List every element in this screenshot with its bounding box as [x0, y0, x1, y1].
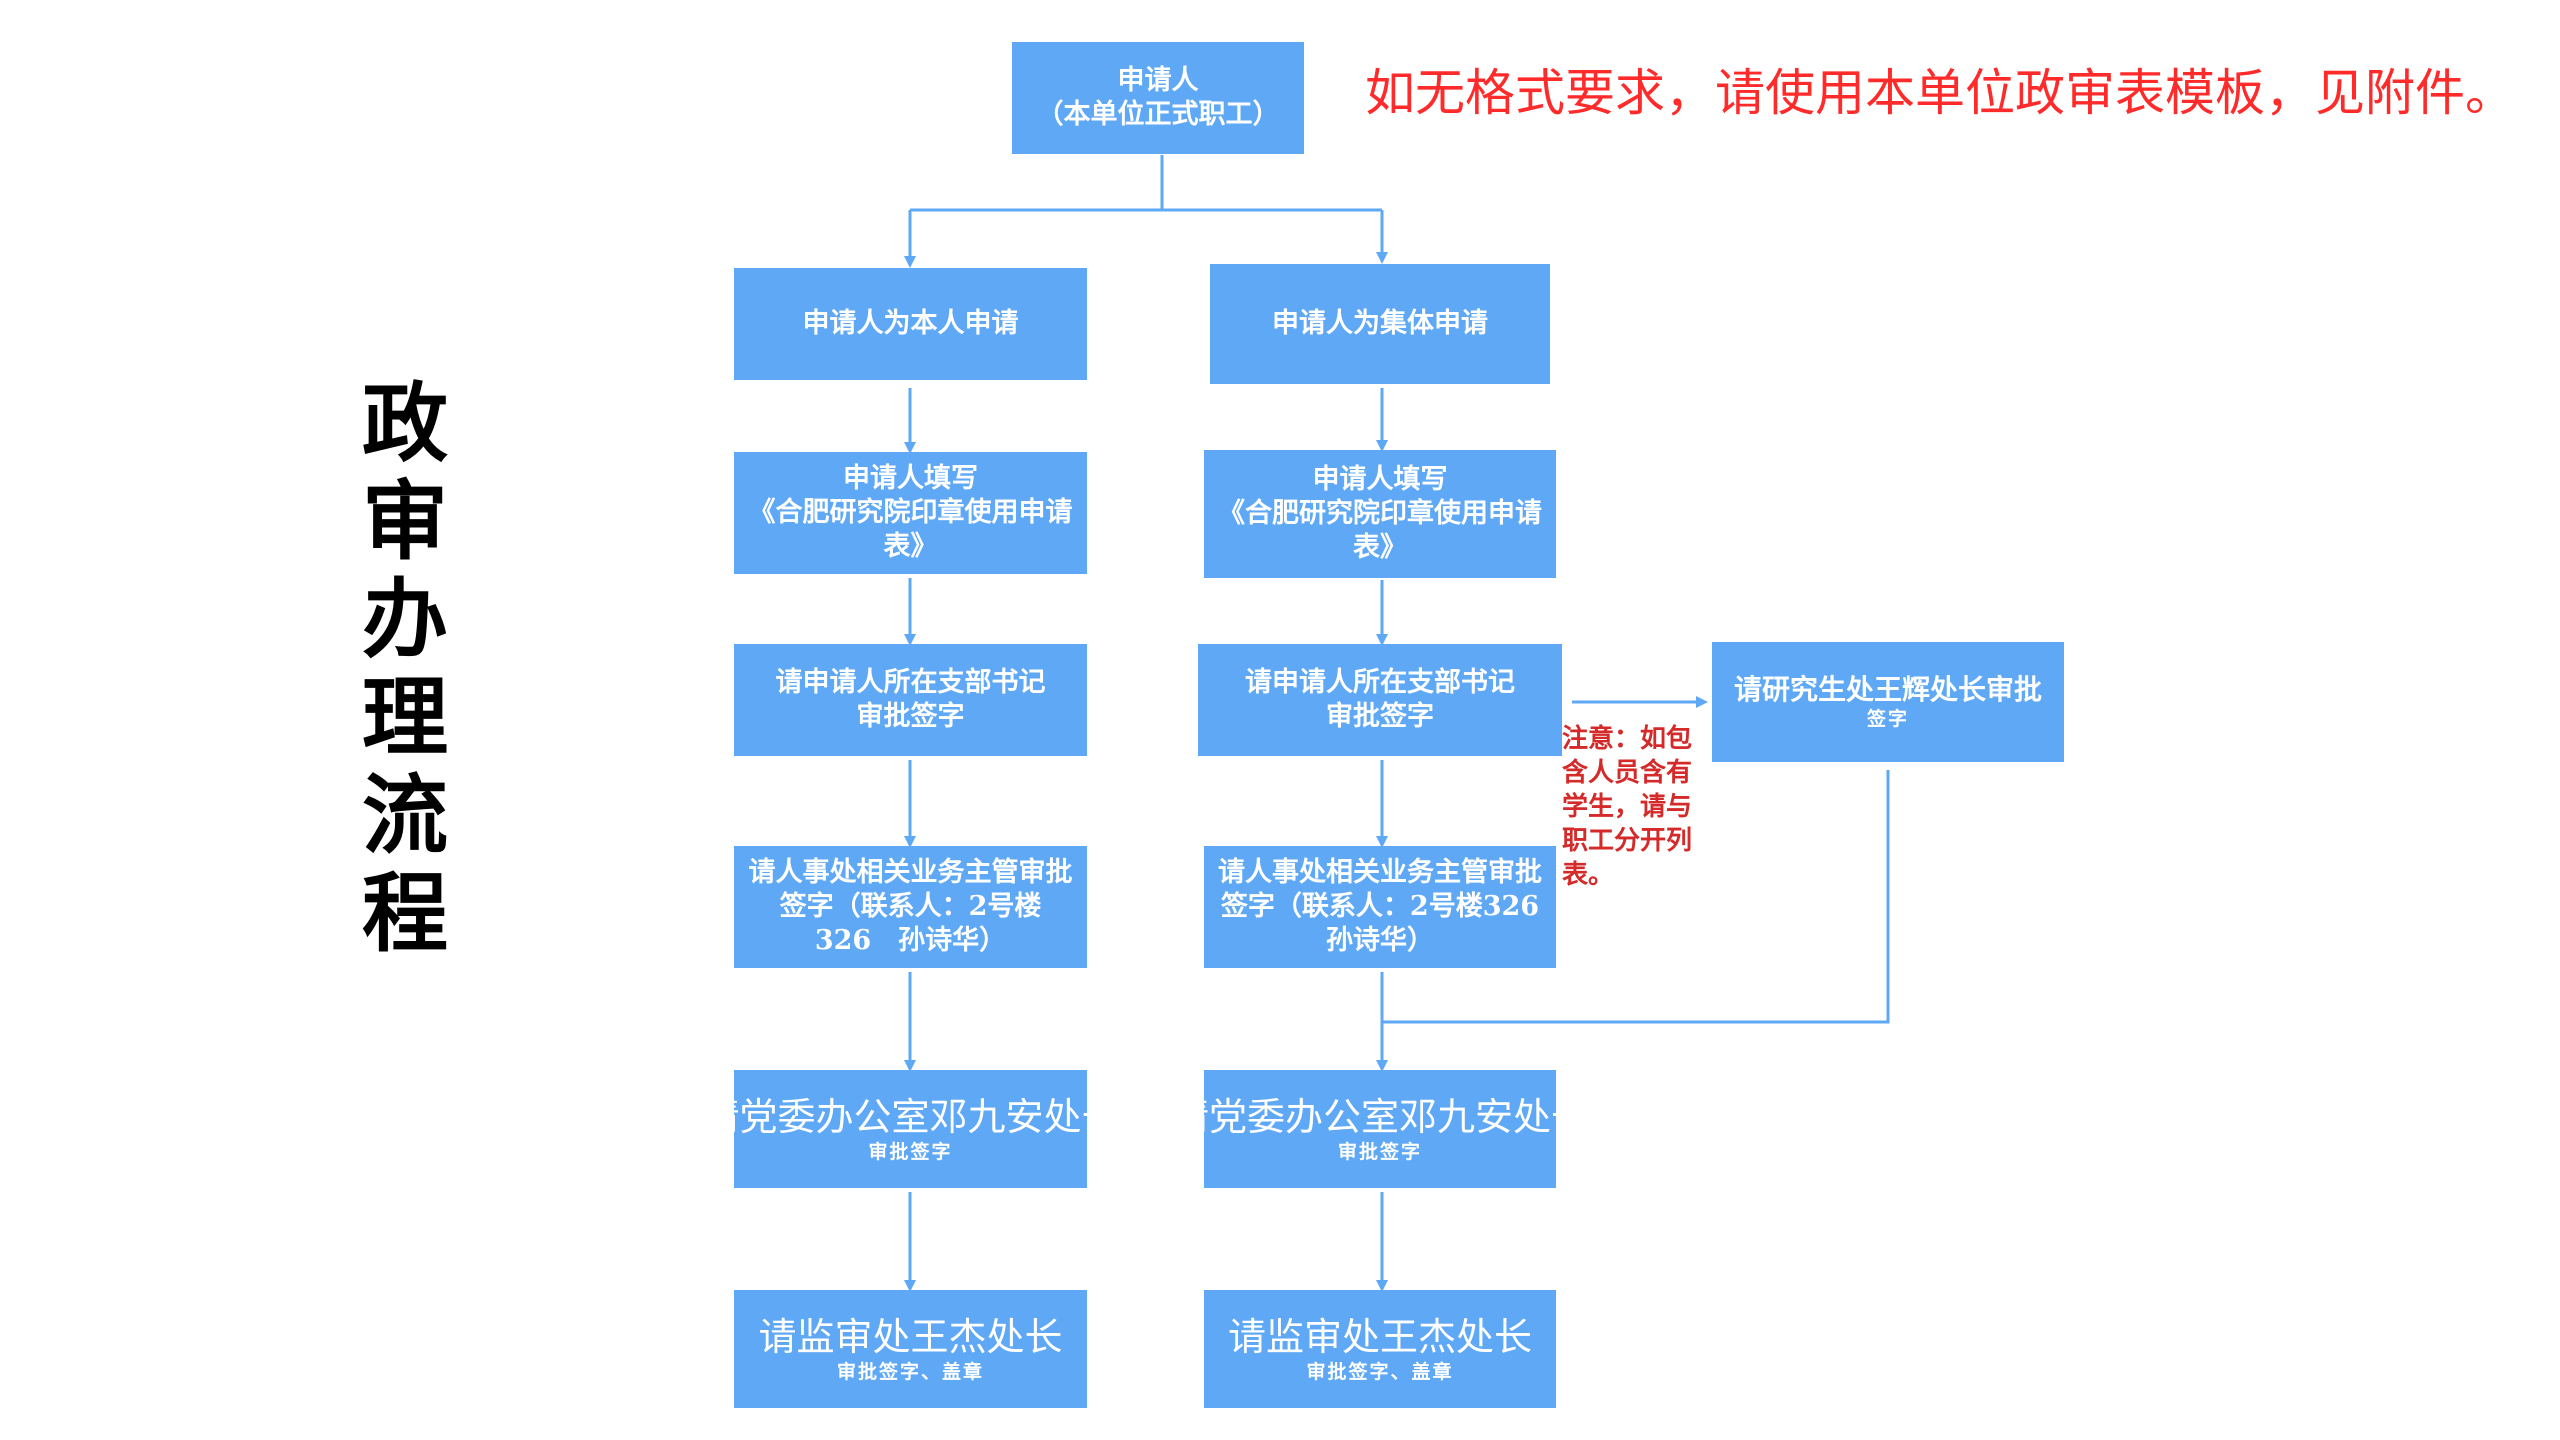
left-audit-office-sub: 审批签字、盖章 — [836, 1361, 984, 1383]
left-fill-form-line1: 申请人填写 — [843, 463, 978, 494]
right-hr-line2: 签字（联系人：2号楼326 — [1220, 891, 1540, 922]
left-hr-line3: 326 孙诗华） — [814, 925, 1007, 956]
left-secretary-line2: 审批签字 — [856, 701, 965, 732]
left-fill-form-line2: 《合肥研究院印章使用申请 — [748, 497, 1073, 528]
right-fill-form-line3: 表》 — [1353, 532, 1407, 563]
left-step-audit-office: 请监审处王杰处长 审批签字、盖章 — [734, 1290, 1087, 1408]
template-note: 如无格式要求，请使用本单位政审表模板，见附件。 — [1365, 64, 2515, 122]
left-step-branch-secretary: 请申请人所在支部书记 审批签字 — [734, 644, 1087, 756]
right-secretary-line2: 审批签字 — [1326, 701, 1434, 732]
right-step-branch-secretary: 请申请人所在支部书记 审批签字 — [1198, 644, 1562, 756]
graduate-office-main: 请研究生处王辉处长审批 — [1733, 673, 2042, 706]
right-party-office-main: 请党委办公室邓九安处长 — [1171, 1095, 1590, 1139]
right-step-fill-form: 申请人填写 《合肥研究院印章使用申请 表》 — [1204, 450, 1556, 578]
left-party-office-sub: 审批签字 — [868, 1141, 953, 1163]
right-hr-line1: 请人事处相关业务主管审批 — [1218, 857, 1542, 888]
right-step-collective: 申请人为集体申请 — [1210, 264, 1550, 384]
left-step-hr: 请人事处相关业务主管审批 签字（联系人：2号楼 326 孙诗华） — [734, 846, 1087, 968]
applicant-label: 申请人 — [1117, 65, 1199, 96]
right-fill-form-line2: 《合肥研究院印章使用申请 — [1218, 498, 1542, 529]
left-fill-form-line3: 表》 — [883, 531, 938, 562]
student-note: 注意：如包含人员含有学生，请与职工分开列表。 — [1562, 724, 1693, 890]
right-hr-line3: 孙诗华） — [1326, 925, 1434, 956]
left-hr-line1: 请人事处相关业务主管审批 — [748, 857, 1073, 888]
left-party-office-main: 请党委办公室邓九安处长 — [701, 1095, 1120, 1139]
left-step-fill-form: 申请人填写 《合肥研究院印章使用申请 表》 — [734, 452, 1087, 574]
right-step-hr: 请人事处相关业务主管审批 签字（联系人：2号楼326 孙诗华） — [1204, 846, 1556, 968]
left-hr-line2: 签字（联系人：2号楼 — [779, 891, 1042, 922]
left-step-individual-label: 申请人为本人申请 — [802, 308, 1019, 339]
right-secretary-line1: 请申请人所在支部书记 — [1245, 667, 1515, 698]
graduate-office-box: 请研究生处王辉处长审批 签字 — [1712, 642, 2064, 762]
right-party-office-sub: 审批签字 — [1337, 1141, 1422, 1163]
right-step-party-office: 请党委办公室邓九安处长 审批签字 — [1171, 1070, 1589, 1188]
left-audit-office-main: 请监审处王杰处长 — [758, 1315, 1063, 1359]
right-step-collective-label: 申请人为集体申请 — [1272, 308, 1488, 339]
right-audit-office-sub: 审批签字、盖章 — [1306, 1361, 1454, 1383]
applicant-box: 申请人 （本单位正式职工） — [1012, 42, 1304, 154]
graduate-office-sub: 签字 — [1866, 708, 1909, 730]
right-fill-form-line1: 申请人填写 — [1312, 464, 1448, 495]
right-step-audit-office: 请监审处王杰处长 审批签字、盖章 — [1204, 1290, 1556, 1408]
left-step-party-office: 请党委办公室邓九安处长 审批签字 — [702, 1070, 1120, 1188]
left-secretary-line1: 请申请人所在支部书记 — [775, 667, 1046, 698]
right-audit-office-main: 请监审处王杰处长 — [1227, 1315, 1532, 1359]
applicant-note: （本单位正式职工） — [1036, 99, 1280, 130]
page-title: 政 审 办 理 流 程 — [362, 374, 448, 964]
left-step-individual: 申请人为本人申请 — [734, 268, 1087, 380]
